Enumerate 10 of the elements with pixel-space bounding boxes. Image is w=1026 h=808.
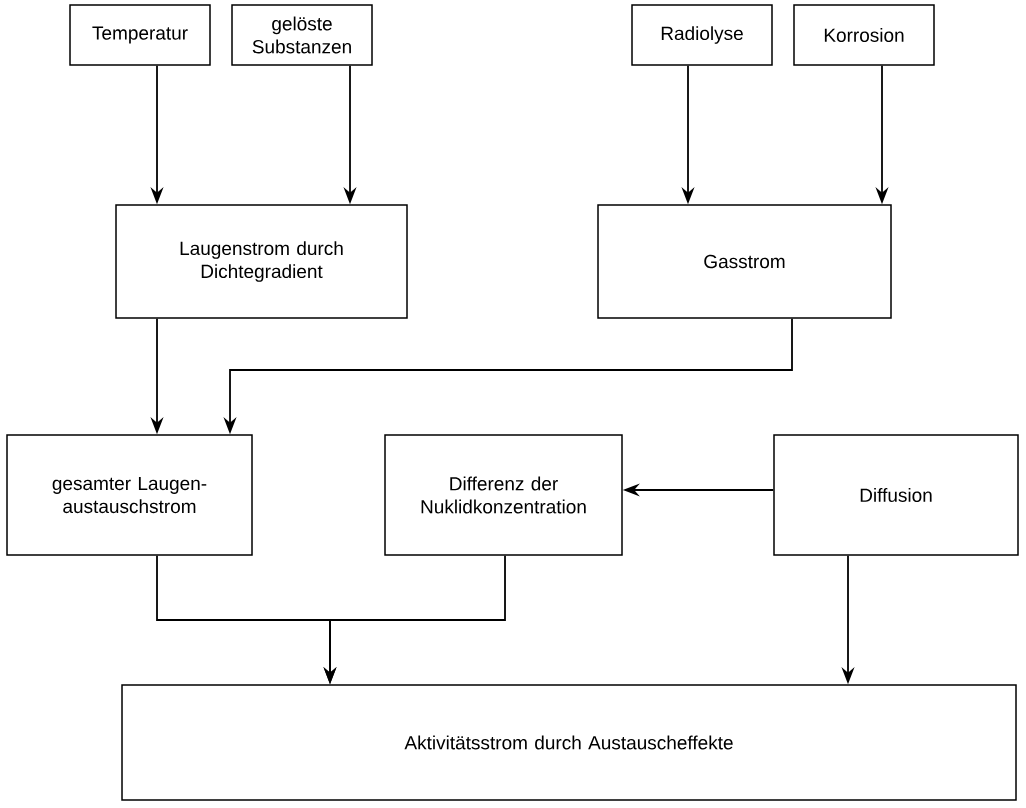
process-box: gelöste Substanzen — [231, 4, 373, 66]
process-box: Aktivitätsstrom durch Austauscheffekte — [121, 684, 1017, 801]
process-box: Differenz der Nuklidkonzentration — [384, 434, 623, 556]
process-box: Diffusion — [773, 434, 1019, 556]
process-box: Laugenstrom durch Dichtegradient — [115, 204, 408, 319]
process-box: Radiolyse — [631, 4, 773, 66]
process-box: Korrosion — [793, 4, 935, 66]
process-box: Gasstrom — [597, 204, 892, 319]
process-box: gesamter Laugen-austauschstrom — [6, 434, 253, 556]
process-box: Temperatur — [69, 4, 211, 66]
